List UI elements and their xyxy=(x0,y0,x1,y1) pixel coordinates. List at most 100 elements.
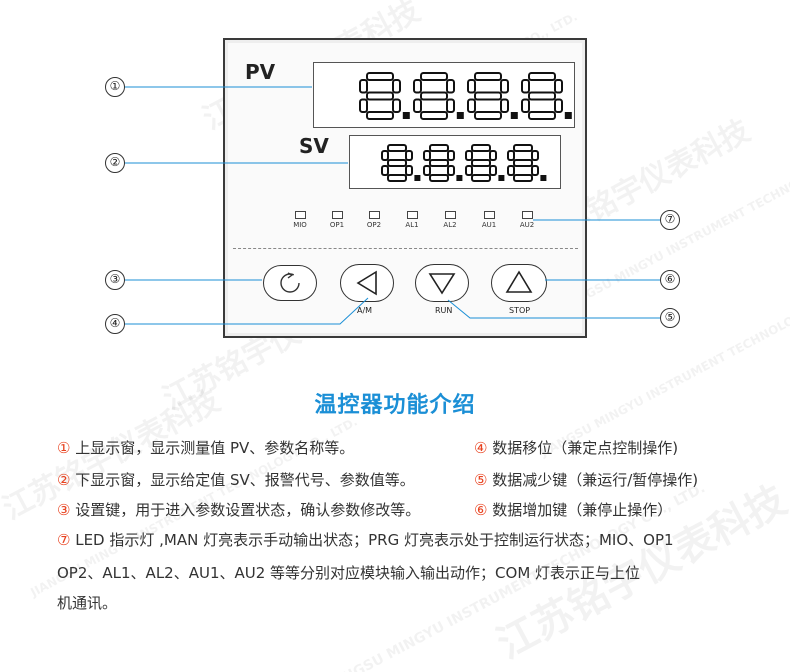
digit-segment xyxy=(528,111,556,120)
led-au1: AU1 xyxy=(474,211,504,229)
digit-segment xyxy=(528,72,556,81)
led-indicator xyxy=(483,211,495,219)
digit-segment xyxy=(392,79,401,94)
led-indicator xyxy=(294,211,306,219)
triangle-down-icon xyxy=(428,273,456,295)
led-label: AU1 xyxy=(481,221,497,229)
desc-num: ⑥ xyxy=(474,501,488,519)
digit-segment xyxy=(513,159,533,167)
led-al2: AL2 xyxy=(435,211,465,229)
decimal-point xyxy=(564,112,572,119)
digit-segment xyxy=(474,72,502,81)
digit-segment xyxy=(447,165,455,176)
decimal-point xyxy=(414,175,421,181)
decimal-point xyxy=(456,112,464,119)
led-indicator xyxy=(444,211,456,219)
digit-segment xyxy=(554,79,563,94)
led-label: OP2 xyxy=(366,221,382,229)
pv-label: PV xyxy=(245,60,276,84)
desc-1: ① 上显示窗，显示测量值 PV、参数名称等。 xyxy=(57,438,354,458)
digit-segment xyxy=(392,98,401,113)
callout-4: ④ xyxy=(105,314,125,334)
digit-segment xyxy=(413,98,422,113)
desc-num: ⑦ xyxy=(57,531,71,549)
desc-text: LED 指示灯 ,MAN 灯亮表示手动输出状态；PRG 灯亮表示处于控制运行状态… xyxy=(70,531,674,549)
digit-segment xyxy=(387,144,407,152)
sv-display xyxy=(349,135,561,189)
pv-display xyxy=(313,62,575,128)
set-key[interactable] xyxy=(263,265,317,301)
digit-segment xyxy=(429,144,449,152)
digit-segment xyxy=(467,79,476,94)
led-indicator xyxy=(368,211,380,219)
digit-segment xyxy=(446,98,455,113)
digit-segment xyxy=(405,150,413,161)
digit-segment xyxy=(405,165,413,176)
digit-segment xyxy=(489,165,497,176)
led-indicator xyxy=(406,211,418,219)
desc-5: ⑤ 数据减少键（兼运行/暂停操作) xyxy=(474,470,698,490)
decrease-key[interactable] xyxy=(415,264,469,302)
digit-segment xyxy=(446,79,455,94)
desc-text: 上显示窗，显示测量值 PV、参数名称等。 xyxy=(70,439,355,457)
led-label: AU2 xyxy=(519,221,535,229)
led-label: AL2 xyxy=(443,221,457,229)
desc-num: ④ xyxy=(474,439,488,457)
digit-segment xyxy=(521,98,530,113)
digit-segment xyxy=(467,98,476,113)
digit-segment xyxy=(387,159,407,167)
digit-segment xyxy=(521,79,530,94)
divider xyxy=(233,248,578,249)
digit-segment xyxy=(381,165,389,176)
digit-segment xyxy=(500,79,509,94)
digit-segment xyxy=(474,111,502,120)
desc-text: 数据减少键（兼运行/暂停操作) xyxy=(487,471,699,489)
led-indicator xyxy=(521,211,533,219)
digit-segment xyxy=(474,91,502,101)
decimal-point xyxy=(540,175,547,181)
desc-3: ③ 设置键，用于进入参数设置状态，确认参数修改等。 xyxy=(57,500,420,520)
digit-segment xyxy=(420,91,448,101)
section-title: 温控器功能介绍 xyxy=(314,393,476,418)
triangle-left-icon xyxy=(356,270,377,296)
led-indicator xyxy=(331,211,343,219)
desc-2: ② 下显示窗，显示给定值 SV、报警代号、参数值等。 xyxy=(57,470,415,490)
am-key-label: A/M xyxy=(357,306,373,315)
digit-segment xyxy=(465,150,473,161)
digit-segment xyxy=(471,174,491,182)
digit-segment xyxy=(471,144,491,152)
digit-segment xyxy=(471,159,491,167)
callout-5: ⑤ xyxy=(660,308,680,328)
led-op1: OP1 xyxy=(322,211,352,229)
digit-segment xyxy=(423,165,431,176)
digit-segment xyxy=(420,111,448,120)
callout-2: ② xyxy=(105,153,125,173)
desc-7-line-3: 机通讯。 xyxy=(57,594,118,612)
run-key-label: RUN xyxy=(435,306,453,315)
led-al1: AL1 xyxy=(397,211,427,229)
digit-segment xyxy=(429,174,449,182)
digit-segment xyxy=(447,150,455,161)
digit-segment xyxy=(387,174,407,182)
digit-segment xyxy=(413,79,422,94)
callout-7: ⑦ xyxy=(660,210,680,230)
increase-key[interactable] xyxy=(491,264,547,302)
desc-4: ④ 数据移位（兼定点控制操作) xyxy=(474,438,678,458)
led-op2: OP2 xyxy=(359,211,389,229)
digit-segment xyxy=(489,150,497,161)
digit-segment xyxy=(507,150,515,161)
stop-key-label: STOP xyxy=(509,306,531,315)
shift-key[interactable] xyxy=(340,264,394,302)
desc-text: 数据增加键（兼停止操作） xyxy=(487,501,673,519)
desc-7-line-2: OP2、AL1、AL2、AU1、AU2 等等分别对应模块输入输出动作；COM 灯… xyxy=(57,564,641,582)
digit-segment xyxy=(429,159,449,167)
digit-segment xyxy=(554,98,563,113)
desc-7: ⑦ LED 指示灯 ,MAN 灯亮表示手动输出状态；PRG 灯亮表示处于控制运行… xyxy=(57,530,674,550)
digit-segment xyxy=(507,165,515,176)
pv-digits-graphic xyxy=(359,72,572,120)
digit-segment xyxy=(359,79,368,94)
decimal-point xyxy=(456,175,463,181)
desc-text: 设置键，用于进入参数设置状态，确认参数修改等。 xyxy=(70,501,421,519)
sv-label: SV xyxy=(299,134,329,158)
decimal-point xyxy=(498,175,505,181)
